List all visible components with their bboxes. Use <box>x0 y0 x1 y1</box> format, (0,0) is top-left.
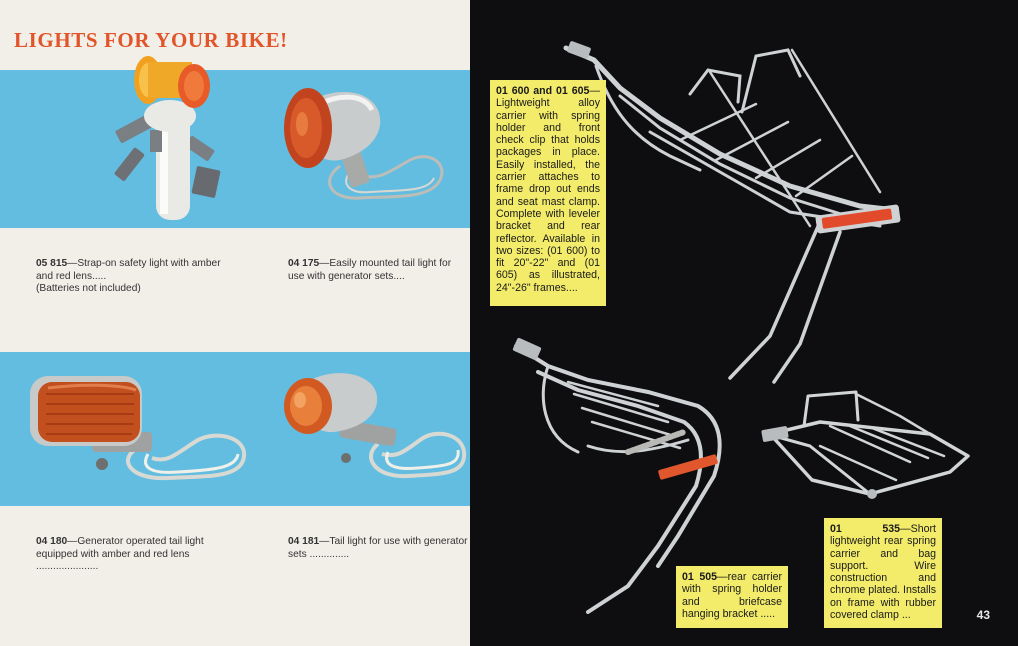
tail-light-04180-image <box>30 376 247 481</box>
caption-04181: 04 181—Tail light for use with generator… <box>288 536 468 561</box>
carrier-01535-image <box>761 390 970 499</box>
product-text-04180: —Generator operated tail light equipped … <box>36 536 204 573</box>
product-code-05815: 05 815 <box>36 258 68 269</box>
carrier-01505-image <box>512 337 722 614</box>
caption-01535: 01 535—Short lightweight rear spring car… <box>824 518 942 628</box>
caption-05815: 05 815—Strap-on safety light with amber … <box>36 258 226 296</box>
product-code-01600: 01 600 and 01 605 <box>496 85 590 97</box>
page-title: LIGHTS FOR YOUR BIKE! <box>14 28 288 52</box>
product-text-04175: —Easily mounted tail light for use with … <box>288 258 452 282</box>
product-text-01505: —rear carrier with spring holder and bri… <box>682 571 782 620</box>
product-code-04180: 04 180 <box>36 536 68 547</box>
product-text-05815: —Strap-on safety light with amber and re… <box>36 258 221 282</box>
product-code-04175: 04 175 <box>288 258 320 269</box>
caption-01505: 01 505—rear carrier with spring holder a… <box>676 566 788 628</box>
caption-04180: 04 180—Generator operated tail light equ… <box>36 536 226 574</box>
product-code-04181: 04 181 <box>288 536 320 547</box>
product-code-01535: 01 535 <box>830 523 901 535</box>
product-code-01505: 01 505 <box>682 571 717 583</box>
tail-light-04175-image <box>284 88 444 200</box>
blue-band-top <box>0 70 490 228</box>
caption-01600: 01 600 and 01 605—Lightweight alloy carr… <box>490 80 606 306</box>
page-number: 43 <box>976 608 990 622</box>
tail-light-04181-image <box>284 373 467 479</box>
product-note-05815: (Batteries not included) <box>36 283 141 295</box>
product-text-01535: —Short lightweight rear spring carrier a… <box>830 523 936 622</box>
strap-on-safety-light-image <box>114 56 221 220</box>
product-text-01600: —Lightweight alloy carrier with spring h… <box>496 85 600 294</box>
product-text-04181: —Tail light for use with generator sets … <box>288 536 468 560</box>
carrier-01600-image <box>563 41 901 384</box>
caption-04175: 04 175—Easily mounted tail light for use… <box>288 258 468 283</box>
